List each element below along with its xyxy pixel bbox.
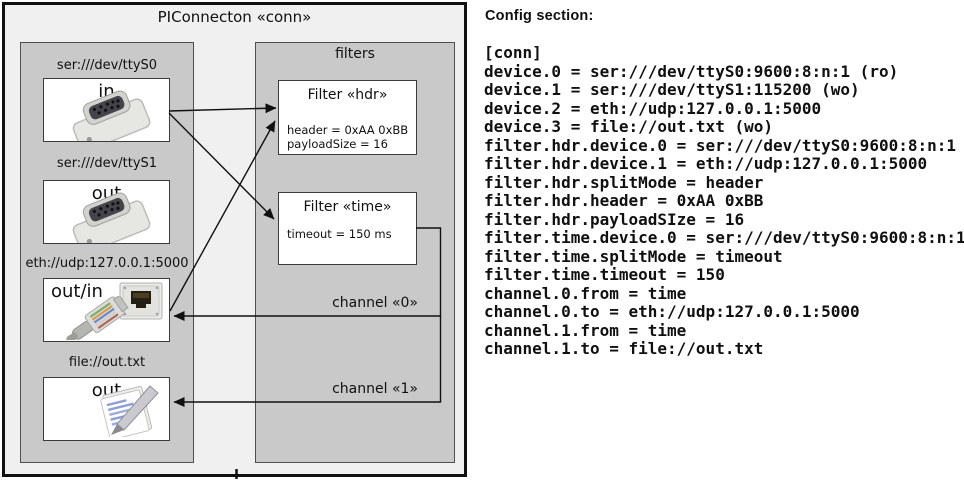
filter-box-time: Filter «time» timeout = 150 ms — [278, 192, 417, 265]
notepad-icon — [100, 385, 159, 437]
device-box-eth: out/in — [43, 278, 170, 342]
filter-prop: payloadSize = 16 — [287, 137, 388, 151]
piconnector-diagram: PIConnecton «conn» filters ser:///dev/tt… — [0, 0, 470, 484]
config-heading: Config section: — [485, 8, 594, 24]
ethernet-jack-icon — [119, 282, 163, 320]
device-label-ttys0: ser:///dev/ttyS0 — [56, 58, 158, 73]
filter-props: header = 0xAA 0xBB payloadSize = 16 — [287, 123, 414, 151]
filter-props: timeout = 150 ms — [287, 227, 414, 241]
device-label-eth: eth://udp:127.0.0.1:5000 — [25, 256, 189, 271]
serial-connector-icon — [72, 90, 151, 141]
filter-box-hdr: Filter «hdr» header = 0xAA 0xBB payloadS… — [278, 80, 417, 155]
device-box-file: out — [43, 377, 170, 441]
diagram-title: PIConnecton «conn» — [157, 8, 312, 26]
device-label-file: file://out.txt — [68, 355, 146, 370]
config-body: [conn] device.0 = ser:///dev/ttyS0:9600:… — [484, 43, 964, 358]
device-box-ttys1: out — [43, 180, 170, 244]
filter-title: Filter «hdr» — [307, 87, 388, 103]
channel-1-label: channel «1» — [332, 381, 418, 397]
filter-prop: timeout = 150 ms — [287, 227, 392, 241]
device-direction: out/in — [51, 281, 103, 302]
channel-0-label: channel «0» — [332, 295, 418, 311]
serial-connector-icon — [72, 192, 151, 243]
device-label-ttys1: ser:///dev/ttyS1 — [56, 156, 158, 171]
filter-title: Filter «time» — [303, 199, 392, 215]
ethernet-plug-icon — [66, 296, 129, 340]
filters-panel-label: filters — [335, 46, 375, 62]
filter-prop: header = 0xAA 0xBB — [287, 123, 409, 137]
device-box-ttys0: in — [43, 78, 170, 142]
